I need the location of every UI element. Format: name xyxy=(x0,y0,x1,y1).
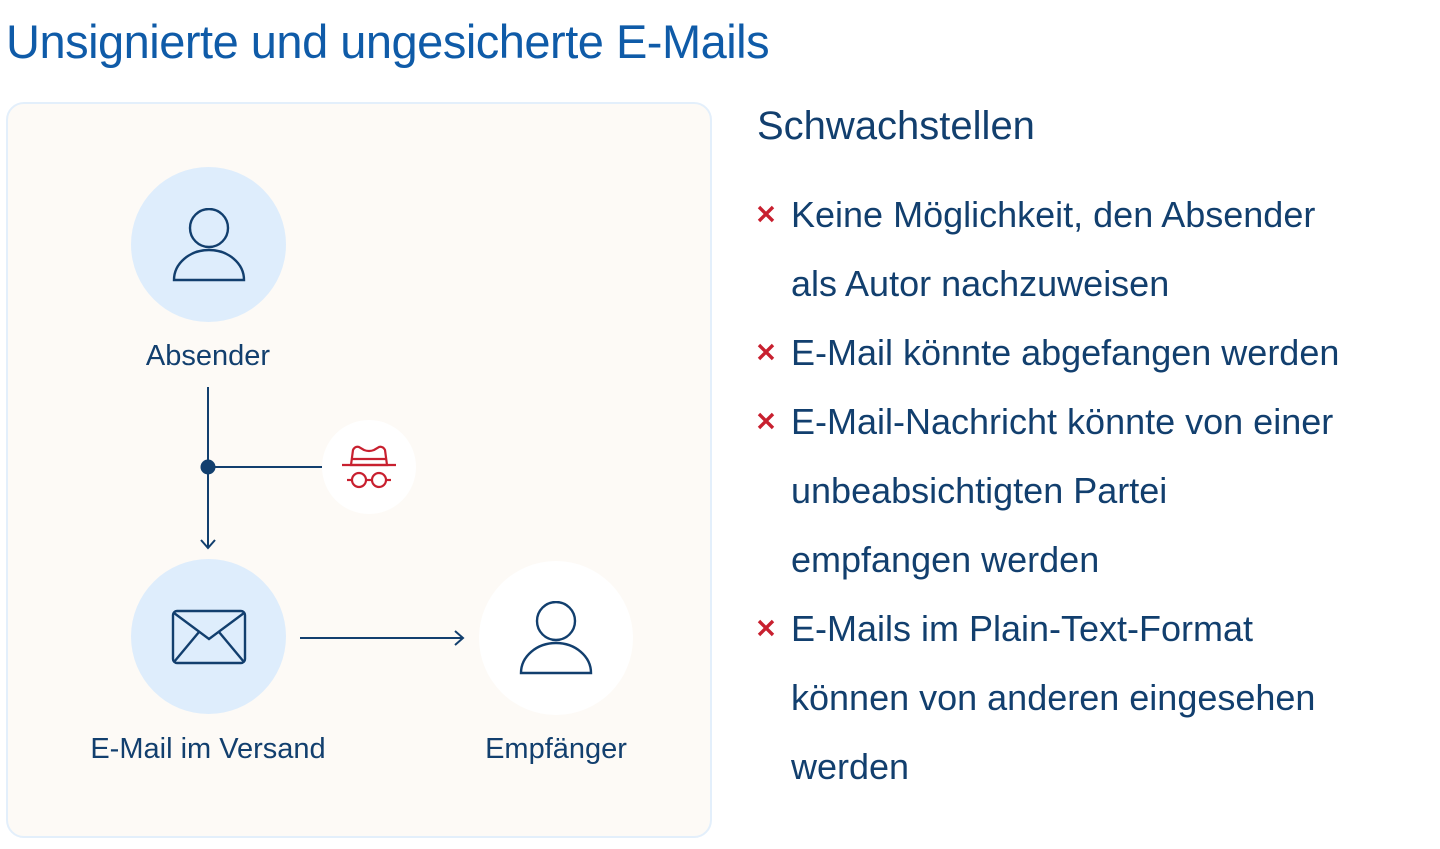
x-mark-icon xyxy=(757,412,775,430)
recipient-node xyxy=(479,561,633,715)
user-icon xyxy=(519,601,593,675)
email-label: E-Mail im Versand xyxy=(90,733,326,765)
envelope-icon xyxy=(171,609,246,664)
recipient-label: Empfänger xyxy=(485,733,627,765)
weaknesses-list: Keine Möglichkeit, den Absender als Auto… xyxy=(756,180,1436,801)
weakness-text: als Autor nachzuweisen xyxy=(791,263,1170,304)
x-mark-icon xyxy=(757,619,775,637)
x-mark-icon xyxy=(757,343,775,361)
user-icon xyxy=(172,207,245,281)
weakness-text: E-Mails im Plain-Text-Format xyxy=(791,608,1254,649)
weaknesses-heading: Schwachstellen xyxy=(757,104,1035,148)
weakness-text: können von anderen eingesehen xyxy=(791,677,1316,718)
weakness-text: E-Mail könnte abgefangen werden xyxy=(791,332,1340,373)
weakness-item: E-Mails im Plain-Text-Format können von … xyxy=(756,594,1436,801)
weakness-text: empfangen werden xyxy=(791,539,1100,580)
sender-label: Absender xyxy=(145,340,271,372)
weakness-text: werden xyxy=(791,746,910,787)
page-title: Unsignierte und ungesicherte E-Mails xyxy=(6,15,770,68)
interceptor-node xyxy=(322,420,416,514)
weakness-item: E-Mail-Nachricht könnte von einer unbeab… xyxy=(756,387,1436,594)
sender-node xyxy=(131,167,286,322)
weakness-text: E-Mail-Nachricht könnte von einer xyxy=(791,401,1334,442)
weakness-item: E-Mail könnte abgefangen werden xyxy=(756,318,1436,387)
weakness-text: unbeabsichtigten Partei xyxy=(791,470,1168,511)
x-mark-icon xyxy=(757,205,775,223)
weakness-item: Keine Möglichkeit, den Absender als Auto… xyxy=(756,180,1436,318)
email-node xyxy=(131,559,286,714)
spy-icon xyxy=(342,445,396,489)
weakness-text: Keine Möglichkeit, den Absender xyxy=(791,194,1316,235)
